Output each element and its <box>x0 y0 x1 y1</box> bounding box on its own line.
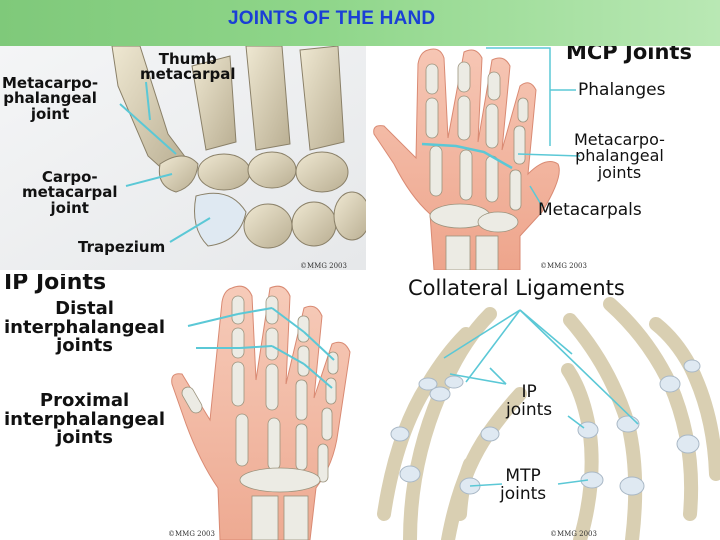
label-mcp-joints: Metacarpo- phalangeal joints <box>574 130 665 182</box>
page-title: JOINTS OF THE HAND <box>228 8 436 29</box>
ip-panel: IP Joints Distal interphalangeal joints … <box>0 274 366 540</box>
thumb-illustration <box>0 46 366 270</box>
copyright-ip: ©MMG 2003 <box>168 530 215 538</box>
label-cmc-joint: Carpo- metacarpal joint <box>22 168 118 217</box>
thumb-panel: Thumb metacarpal Metacarpo- phalangeal j… <box>0 46 366 270</box>
mcp-illustration <box>370 46 720 270</box>
label-metacarpals: Metacarpals <box>538 200 642 220</box>
label-distal-ip: Distal interphalangeal joints <box>4 298 166 357</box>
vertical-divider <box>366 46 370 540</box>
label-mtp-joints: MTP joints <box>500 466 547 504</box>
collateral-panel: Collateral Ligaments IP joints MTP joint… <box>370 274 720 540</box>
mcp-heading: MCP Joints <box>566 46 692 64</box>
label-trapezium: Trapezium <box>78 238 166 256</box>
mcp-panel: MCP Joints Phalanges Metacarpo- phalange… <box>370 46 720 270</box>
label-phalanges: Phalanges <box>578 80 666 100</box>
ip-heading: IP Joints <box>4 274 107 295</box>
horizontal-divider <box>0 270 720 274</box>
label-mcp-joint: Metacarpo- phalangeal joint <box>2 74 99 123</box>
copyright-collateral: ©MMG 2003 <box>550 530 597 538</box>
label-ip-joints: IP joints <box>506 382 553 420</box>
copyright-thumb: ©MMG 2003 <box>300 262 347 270</box>
label-thumb-metacarpal: Thumb metacarpal <box>140 50 236 84</box>
title-bar: JOINTS OF THE HAND <box>0 0 720 46</box>
label-proximal-ip: Proximal interphalangeal joints <box>4 390 166 449</box>
collateral-illustration <box>370 274 720 540</box>
ip-illustration <box>0 274 366 540</box>
collateral-heading: Collateral Ligaments <box>408 276 625 300</box>
copyright-mcp: ©MMG 2003 <box>540 262 587 270</box>
